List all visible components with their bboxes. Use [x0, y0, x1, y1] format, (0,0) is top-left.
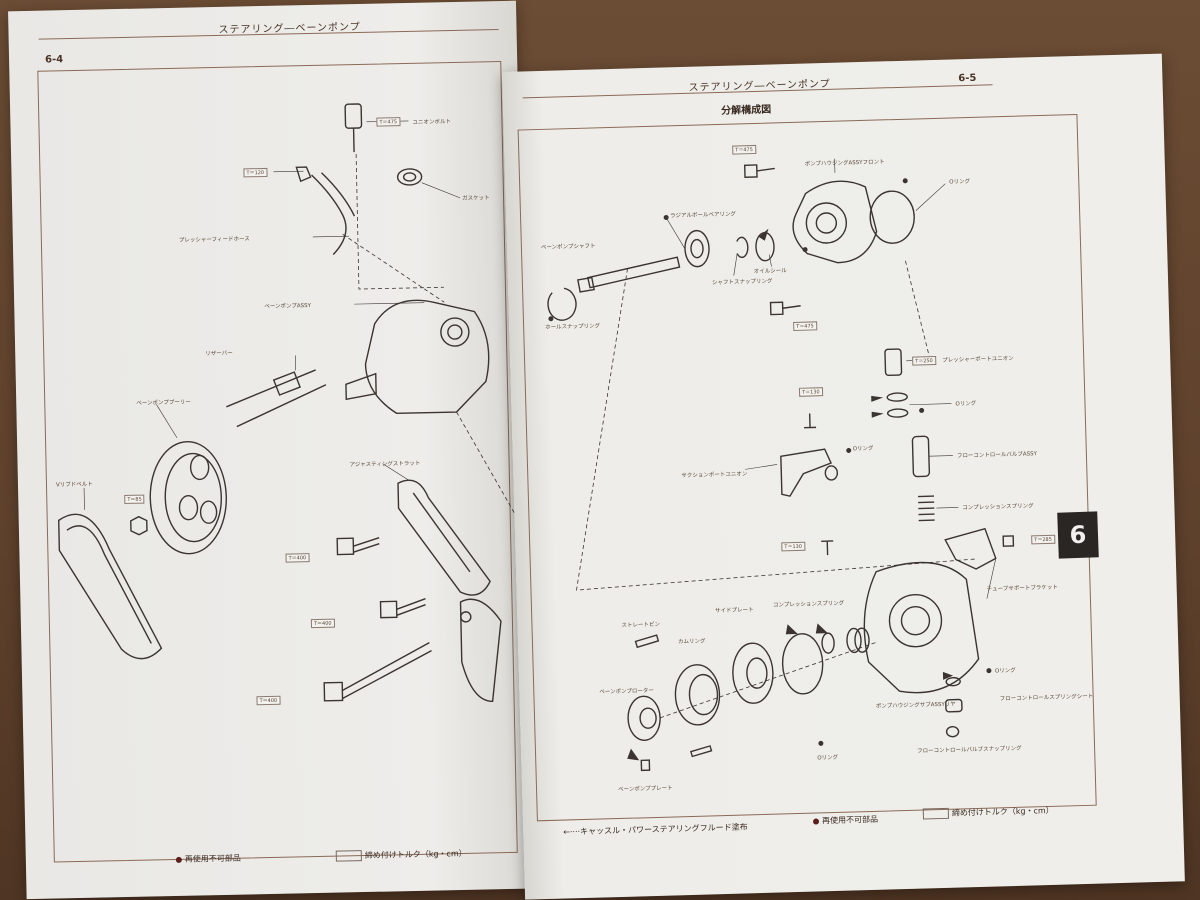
- torque-label: T＝85: [124, 494, 145, 504]
- part-label: サイドプレート: [715, 607, 754, 615]
- torque-label: T＝475: [376, 117, 401, 127]
- part-label: プレッシャーフィードホース: [178, 236, 250, 244]
- part-label: オイルシール: [753, 268, 787, 276]
- part-label: ベーンポンププレート: [618, 785, 673, 794]
- torque-label: T＝400: [310, 618, 335, 629]
- part-label: ストレートピン: [621, 621, 661, 629]
- torque-box-icon: [922, 807, 950, 820]
- chapter-tab: 6: [1057, 511, 1099, 559]
- reuse-dot-icon: [812, 817, 820, 825]
- part-label: ガスケット: [462, 195, 490, 202]
- right-page: ステアリング―ベーンポンプ 6-5 分解構成図: [502, 53, 1185, 900]
- part-label: Vリブドベルト: [55, 481, 93, 489]
- part-label: カムリング: [677, 638, 706, 646]
- torque-label: T＝130: [798, 387, 823, 397]
- torque-label: T＝130: [781, 541, 806, 552]
- part-label: シャフトスナップリング: [711, 278, 773, 287]
- torque-label: T＝400: [256, 695, 281, 706]
- torque-label: T＝475: [793, 321, 817, 331]
- part-label: ベーンポンプローター: [599, 688, 654, 696]
- legend-reuse: 再使用不可部品: [812, 814, 878, 827]
- part-label: ユニオンボルト: [412, 119, 452, 126]
- part-label: Oリング: [949, 178, 971, 186]
- part-label: ベーンポンププーリー: [136, 399, 191, 407]
- left-exploded-diagram: [58, 103, 520, 703]
- torque-label: T＝400: [285, 553, 310, 563]
- part-label: Oリング: [955, 400, 977, 408]
- torque-label: T＝285: [1031, 534, 1055, 545]
- part-label: ホールスナップリング: [545, 323, 601, 331]
- right-exploded-diagram: [547, 158, 1015, 772]
- part-label: リザーバー: [205, 350, 233, 358]
- torque-label: T＝475: [732, 144, 756, 155]
- left-page: 6-4 ステアリング―ベーンポンプ: [8, 0, 535, 900]
- arrow-icon: ←····: [563, 827, 581, 837]
- part-label: ベーンポンプシャフト: [540, 243, 596, 251]
- torque-box-icon: [335, 850, 362, 862]
- torque-label: T＝250: [912, 356, 936, 366]
- legend-reuse: 再使用不可部品: [175, 853, 241, 865]
- torque-label: T＝120: [243, 167, 268, 178]
- part-label: Oリング: [817, 754, 839, 762]
- reuse-dot-icon: [175, 856, 182, 863]
- part-label: ベーンポンプASSY: [264, 303, 312, 311]
- part-label: Oリング: [994, 667, 1016, 675]
- part-label: Oリング: [852, 445, 874, 453]
- part-label: アジャスティングストラット: [349, 460, 421, 469]
